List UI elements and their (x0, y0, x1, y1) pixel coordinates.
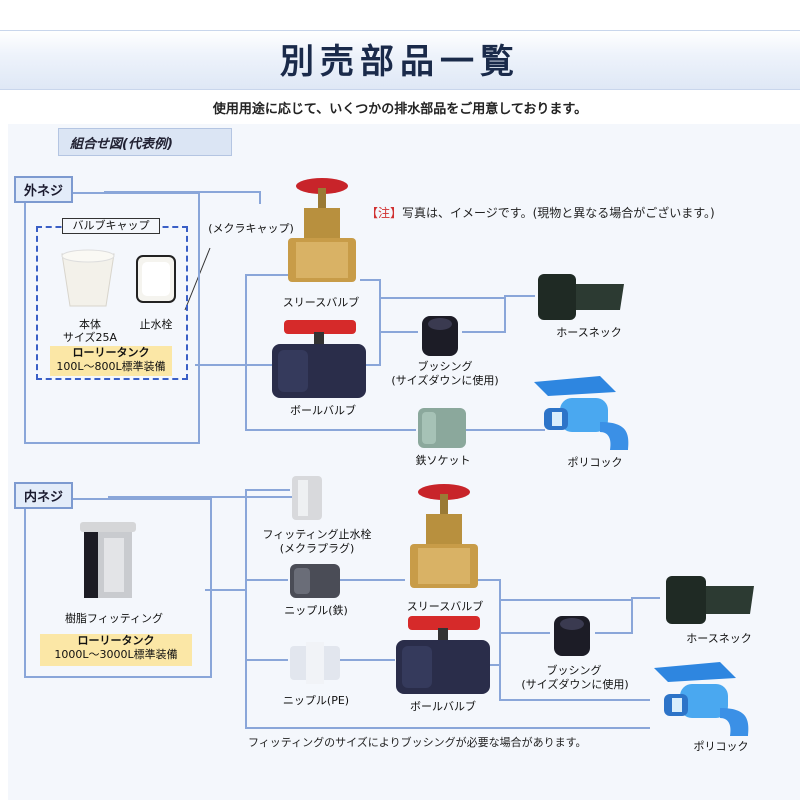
outer-tank-badge: ローリータンク 100L～800L標準装備 (50, 346, 172, 376)
outer-group-frame (24, 192, 200, 444)
title-bar (0, 30, 800, 90)
photo-note-tag: 【注】 (366, 206, 403, 220)
bushing-label: ブッシング (417, 360, 473, 373)
fitting-plug-sublabel: (メクラプラグ) (279, 542, 355, 555)
sleeve-valve-label-inner: スリースバルブ (406, 600, 484, 613)
ball-valve-label: ボールバルブ (290, 404, 356, 417)
hose-neck-icon-inner (666, 576, 754, 624)
fitting-plug-label: フィッティング止水栓 (262, 528, 372, 541)
nipple-iron-label: ニップル(鉄) (284, 604, 348, 617)
page-title: 別売部品一覧 (280, 42, 520, 82)
ball-valve-icon-inner (396, 616, 490, 694)
sleeve-valve-icon-inner (410, 484, 478, 588)
mekura-cap-label: (メクラキャップ) (208, 222, 294, 235)
bushing-label-inner: ブッシング (546, 664, 602, 677)
resin-fitting-icon (80, 522, 136, 598)
bushing-icon-inner (554, 616, 590, 656)
panel-tab (58, 128, 232, 156)
panel-label: 組合せ図(代表例) (70, 137, 173, 152)
footer-note: フィッティングのサイズによりブッシングが必要な場合があります。 (248, 736, 587, 749)
nipple-pe-icon (290, 642, 340, 684)
hose-neck-icon (538, 274, 624, 320)
inner-label: 内ネジ (14, 482, 74, 509)
bushing-note-inner: (サイズダウンに使用) (521, 678, 629, 691)
inner-tank-badge: ローリータンク 1000L～3000L標準装備 (40, 634, 192, 666)
fitting-plug-icon (292, 476, 322, 520)
poly-cock-icon-inner (654, 662, 749, 736)
poly-cock-label: ポリコック (567, 456, 623, 469)
poly-cock-label-inner: ポリコック (693, 740, 749, 753)
cap-size-label: サイズ25A (62, 331, 118, 344)
stop-plug-icon (136, 255, 176, 303)
page-subtitle: 使用用途に応じて、いくつかの排水部品をご用意しております。 (212, 102, 588, 117)
resin-fitting-label: 樹脂フィッティング (64, 612, 164, 625)
hose-neck-label: ホースネック (556, 326, 622, 339)
outer-tank-line1: ローリータンク (72, 346, 150, 359)
cap-body-label: 本体 (79, 318, 101, 331)
outer-tank-line2: 100L～800L標準装備 (56, 360, 166, 373)
stop-plug-label: 止水栓 (139, 318, 173, 331)
sleeve-valve-icon (288, 178, 356, 282)
iron-socket-label: 鉄ソケット (415, 454, 471, 467)
bushing-note: (サイズダウンに使用) (391, 374, 499, 387)
iron-socket-icon (418, 408, 466, 448)
valve-cap-label: バルブキャップ (62, 218, 160, 234)
inner-tank-line2: 1000L～3000L標準装備 (54, 648, 178, 661)
cap-body-icon (61, 249, 115, 307)
inner-tank-line1: ローリータンク (77, 634, 155, 647)
inner-group-frame (24, 498, 212, 678)
ball-valve-icon (272, 320, 366, 398)
ball-valve-label-inner: ボールバルブ (410, 700, 476, 713)
bushing-icon (422, 316, 458, 356)
outer-label: 外ネジ (14, 176, 74, 203)
sleeve-valve-label: スリースバルブ (282, 296, 360, 309)
photo-note-text: 写真は、イメージです。(現物と異なる場合がございます。) (402, 206, 715, 220)
nipple-iron-icon (290, 564, 340, 598)
hose-neck-label-inner: ホースネック (686, 632, 752, 645)
poly-cock-icon (534, 376, 629, 450)
nipple-pe-label: ニップル(PE) (282, 694, 350, 707)
photo-note: 【注】写真は、イメージです。(現物と異なる場合がございます。) (366, 204, 715, 221)
